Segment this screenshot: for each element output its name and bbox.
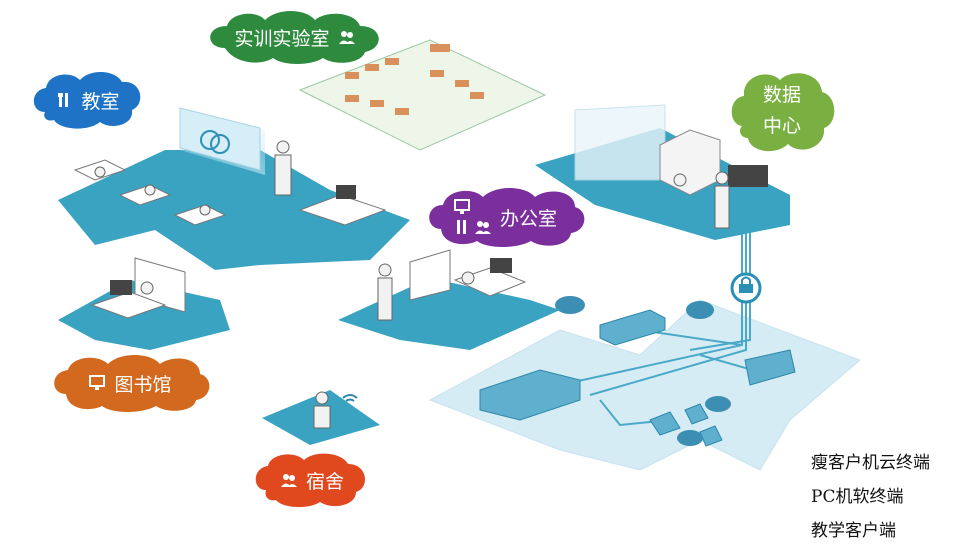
datacenter-label-line1: 数据 <box>762 84 801 107</box>
campus-buildings <box>479 309 796 447</box>
office-label-cloud: 办公室 <box>425 185 585 249</box>
terminal-legend: 瘦客户机云终端 PC机软终端 教学客户端 <box>811 446 930 548</box>
classroom-people <box>94 140 292 216</box>
legend-item-teaching-client: 教学客户端 <box>811 521 896 541</box>
classroom-label: 教室 <box>81 90 120 113</box>
lab-label: 实训实验室 <box>234 27 330 50</box>
tools-icon <box>58 93 69 107</box>
users-icon <box>474 221 491 234</box>
classroom-platform <box>58 150 410 270</box>
dorm-label: 宿舍 <box>305 470 344 493</box>
dorm-person <box>313 391 331 429</box>
office-label: 办公室 <box>499 207 557 230</box>
office-people <box>377 263 475 321</box>
wifi-icon <box>342 394 358 402</box>
lock-icon <box>739 284 753 293</box>
library-label-cloud: 图书馆 <box>50 352 210 414</box>
users-icon <box>280 474 297 487</box>
dorm-label-cloud: 宿舍 <box>252 450 372 510</box>
campus-area <box>428 299 861 471</box>
legend-item-pc-terminal: PC机软终端 <box>811 487 904 507</box>
datacenter-people <box>673 171 730 229</box>
lab-desks <box>345 44 484 115</box>
whiteboard <box>179 107 261 171</box>
lab-label-cloud: 实训实验室 <box>205 8 385 66</box>
campus-trees <box>555 296 731 446</box>
library-platform <box>58 280 230 350</box>
tools-icon <box>456 220 466 234</box>
legend-item-thin-client: 瘦客户机云终端 <box>811 453 930 473</box>
classroom-label-cloud: 教室 <box>30 68 145 132</box>
office-platform <box>338 278 560 350</box>
datacenter-label-cloud: 数据 中心 <box>728 68 836 154</box>
monitor-icon <box>453 199 470 214</box>
users-icon <box>338 31 355 44</box>
monitor-icon <box>89 375 106 390</box>
lab-platform <box>298 39 547 151</box>
datacenter-label-line2: 中心 <box>762 115 801 137</box>
library-furniture <box>90 257 186 319</box>
library-label: 图书馆 <box>114 373 172 396</box>
